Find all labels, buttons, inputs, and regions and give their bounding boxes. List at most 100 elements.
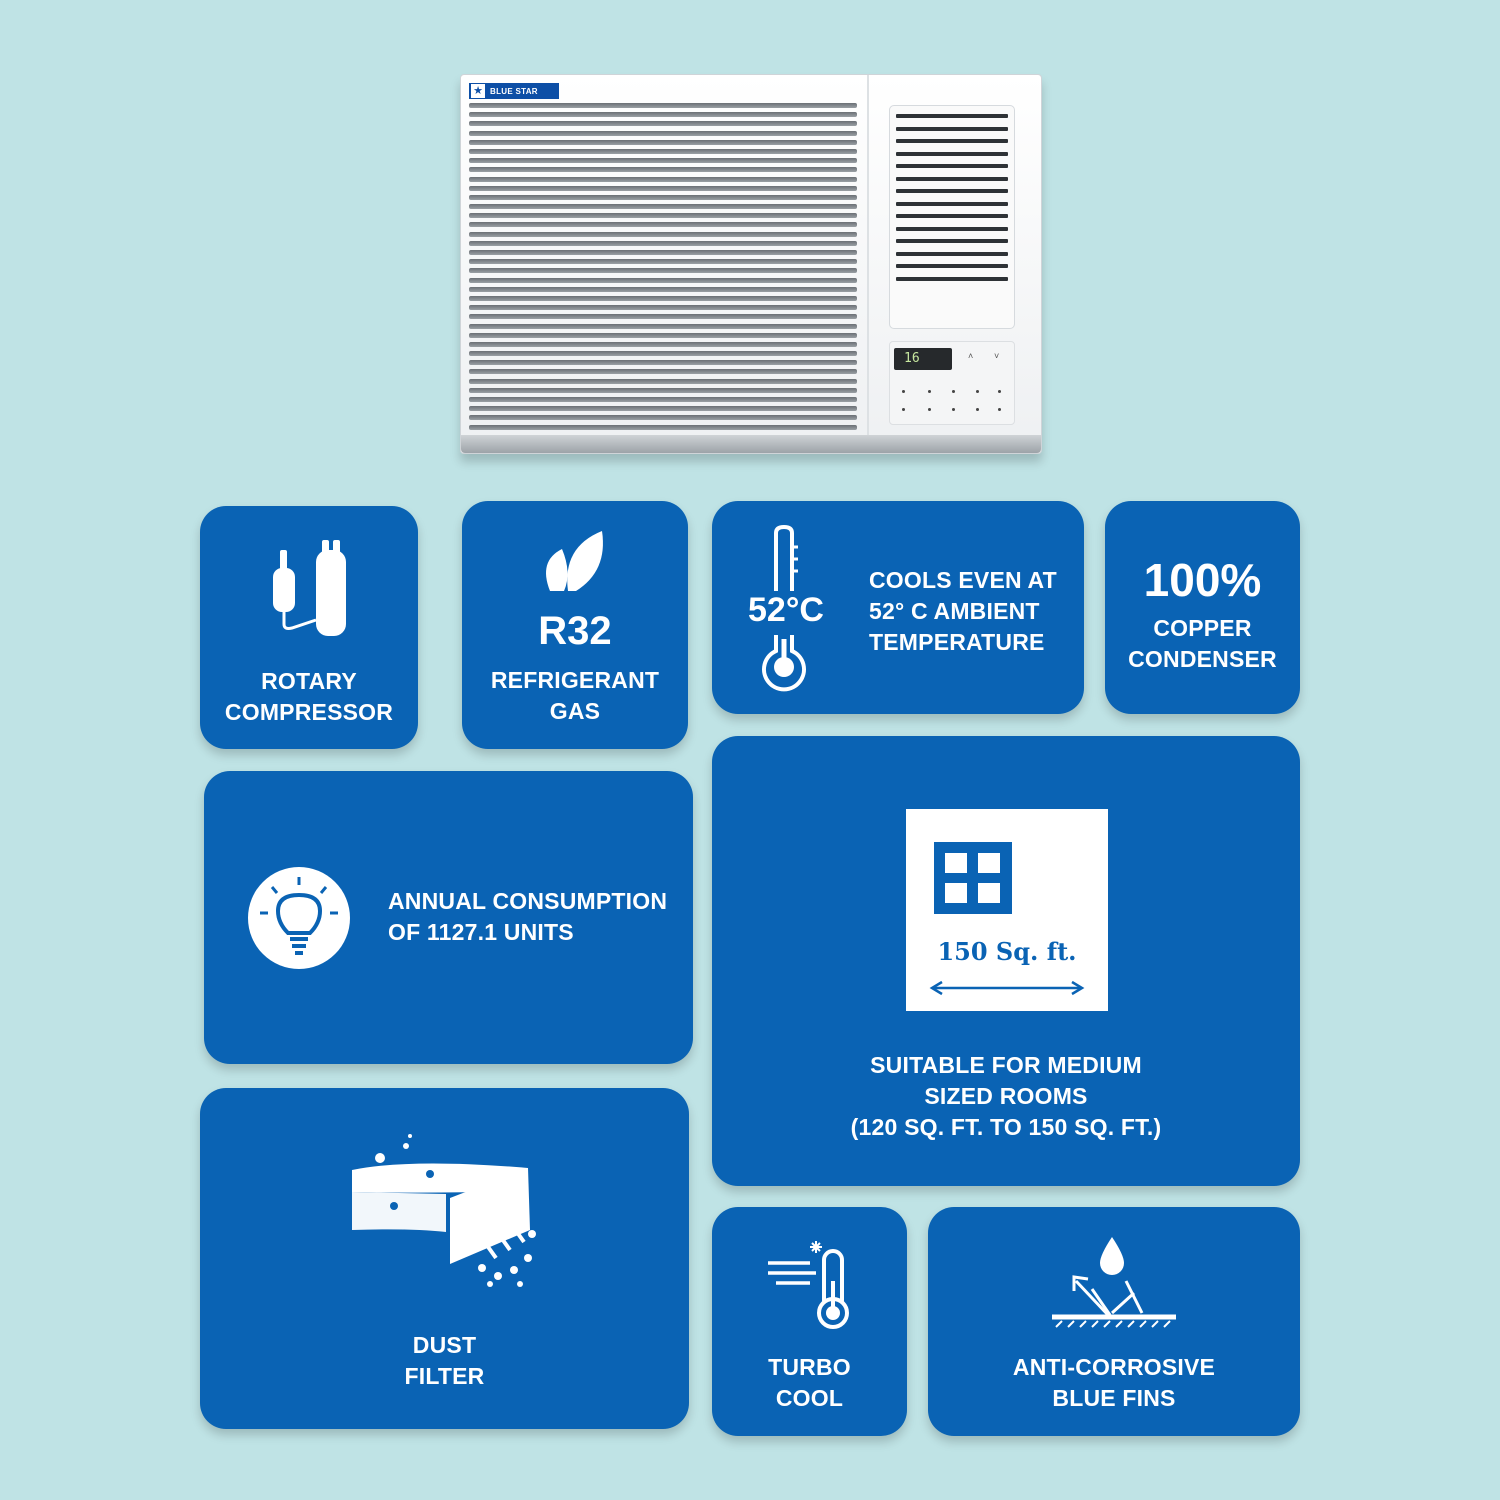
feature-card-energy: ANNUAL CONSUMPTION OF 1127.1 UNITS — [204, 771, 693, 1064]
brand-logo: ★ BLUE STAR — [469, 83, 559, 99]
grille-bar — [469, 360, 857, 366]
vent-slat — [896, 164, 1008, 168]
grille-bar — [469, 231, 857, 237]
leaf-icon — [546, 531, 603, 591]
grille-bar — [469, 103, 857, 108]
grille-bar — [469, 397, 857, 402]
control-button-icon — [902, 408, 905, 411]
label-line: OF 1127.1 UNITS — [388, 919, 574, 945]
vent-slat — [896, 176, 1008, 181]
grille-bar — [469, 415, 857, 421]
control-panel: 16 ˄ ˅ — [889, 341, 1015, 425]
grille-bar — [469, 176, 857, 182]
vent-slat — [896, 251, 1008, 256]
grille-bar — [469, 378, 857, 384]
control-button-icon — [928, 408, 931, 411]
water-drop-icon — [1052, 1237, 1176, 1328]
mode-indicator-icon — [976, 390, 979, 393]
star-icon: ★ — [471, 84, 485, 98]
grille-bar — [469, 222, 857, 228]
grille-bar — [469, 204, 857, 210]
grille-bar — [469, 341, 857, 347]
feature-card-turbo-cool: TURBO COOL — [712, 1207, 907, 1436]
feature-label: ANTI-CORROSIVE BLUE FINS — [928, 1352, 1300, 1414]
vent-slat — [896, 239, 1008, 243]
air-vent — [889, 105, 1015, 329]
grille-bar — [469, 277, 857, 283]
grille-bar — [469, 121, 857, 127]
label-line: (120 SQ. FT. TO 150 SQ. FT.) — [850, 1114, 1162, 1140]
compressor-icon — [273, 540, 346, 636]
mode-indicator-icon — [952, 390, 955, 393]
label-line: COOLS EVEN AT — [869, 567, 1057, 593]
dust-filter-icon — [352, 1134, 536, 1287]
grille-bar — [469, 295, 857, 301]
temp-down-icon: ˅ — [994, 351, 1000, 361]
label-line: 52° C AMBIENT — [869, 598, 1040, 624]
vent-slat — [896, 214, 1008, 218]
bulb-icon — [248, 867, 350, 969]
grille-bar — [469, 112, 857, 118]
mode-indicator-icon — [998, 390, 1001, 393]
label-line: ROTARY — [261, 668, 357, 694]
grille-bar — [469, 332, 857, 338]
label-line: CONDENSER — [1128, 646, 1277, 672]
feature-card-room-size: 150 Sq. ft. SUITABLE FOR MEDIUM SIZED RO… — [712, 736, 1300, 1186]
room-area-label: 150 Sq. ft. — [937, 937, 1077, 966]
ac-base — [461, 435, 1041, 453]
vent-slat — [896, 276, 1008, 281]
thermometer-label: 52°C — [748, 591, 824, 629]
feature-label: DUST FILTER — [200, 1330, 689, 1392]
power-button-icon — [998, 408, 1001, 411]
label-line: COOL — [775, 1385, 844, 1411]
grille-bar — [469, 240, 857, 246]
label-line: COMPRESSOR — [224, 699, 394, 725]
feature-card-dust-filter: DUST FILTER — [200, 1088, 689, 1429]
label-line: BLUE FINS — [1052, 1385, 1176, 1411]
thermometer-icon — [762, 524, 806, 692]
grille-bar — [469, 139, 857, 145]
grille-bar — [469, 351, 857, 357]
feature-card-blue-fins: ANTI-CORROSIVE BLUE FINS — [928, 1207, 1300, 1436]
grille-bar — [469, 130, 857, 136]
vent-slat — [896, 189, 1008, 193]
turbo-cool-icon — [768, 1241, 849, 1329]
temperature-display: 16 — [894, 348, 952, 370]
grille-bar — [469, 369, 857, 375]
grille-bar — [469, 286, 857, 292]
grille-bar — [469, 268, 857, 274]
feature-label: ANNUAL CONSUMPTION OF 1127.1 UNITS — [388, 886, 667, 948]
vent-slat — [896, 114, 1008, 118]
label-line: SUITABLE FOR MEDIUM — [870, 1052, 1142, 1078]
label-line: ANTI-CORROSIVE — [1012, 1354, 1216, 1380]
copper-headline: 100% — [1143, 554, 1262, 606]
refrigerant-badge: R32 — [538, 609, 612, 653]
label-line: DUST — [412, 1332, 477, 1358]
label-line: GAS — [549, 698, 601, 724]
grille-bar — [469, 305, 857, 311]
feature-label: ROTARY COMPRESSOR — [200, 666, 418, 728]
control-button-icon — [976, 408, 979, 411]
feature-card-ambient-temperature: 52°C COOLS EVEN AT 52° C AMBIENT TEMPERA… — [712, 501, 1084, 714]
grille-bar — [469, 185, 857, 191]
label-line: TEMPERATURE — [869, 629, 1045, 655]
feature-card-rotary-compressor: ROTARY COMPRESSOR — [200, 506, 418, 749]
front-grille — [469, 103, 857, 434]
feature-label: TURBO COOL — [712, 1352, 907, 1414]
grille-bar — [469, 148, 857, 154]
grille-bar — [469, 314, 857, 320]
label-line: TURBO — [768, 1354, 851, 1380]
vent-slat — [896, 139, 1008, 143]
double-arrow-icon — [929, 980, 1085, 996]
vent-slat — [896, 264, 1008, 268]
window-icon — [934, 842, 1012, 914]
vent-slat — [896, 126, 1008, 131]
grille-bar — [469, 259, 857, 265]
label-line: COPPER — [1153, 615, 1252, 641]
temp-up-icon: ˄ — [968, 351, 974, 361]
mode-indicator-icon — [902, 390, 905, 393]
label-line: FILTER — [404, 1363, 485, 1389]
vent-slat — [896, 201, 1008, 206]
label-line: SIZED ROOMS — [924, 1083, 1088, 1109]
grille-bar — [469, 250, 857, 255]
